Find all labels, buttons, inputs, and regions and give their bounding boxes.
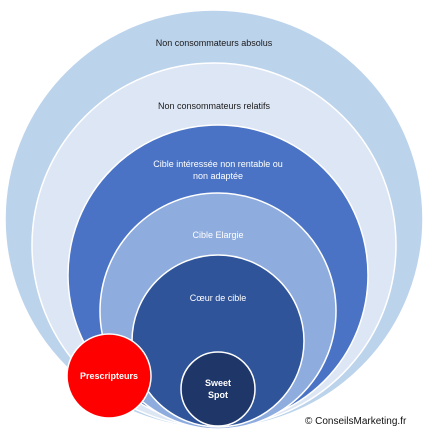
unprofitable-target-label: Cible intéressée non rentable ou non ada… [153, 159, 283, 181]
extended-target-label: Cible Elargie [192, 230, 244, 240]
prescribers-label: Prescripteurs [79, 371, 139, 381]
copyright-notice: © ConseilsMarketing.fr [305, 416, 407, 427]
relative-non-consumers-label: Non consommateurs relatifs [157, 101, 271, 111]
sweet-spot-label: Sweet Spot [204, 378, 231, 400]
prescribers-circle [66, 333, 152, 419]
absolute-non-consumers-label: Non consommateurs absolus [155, 38, 273, 48]
ring-sweet-spot [180, 351, 256, 427]
core-target-label: Cœur de cible [189, 293, 247, 303]
